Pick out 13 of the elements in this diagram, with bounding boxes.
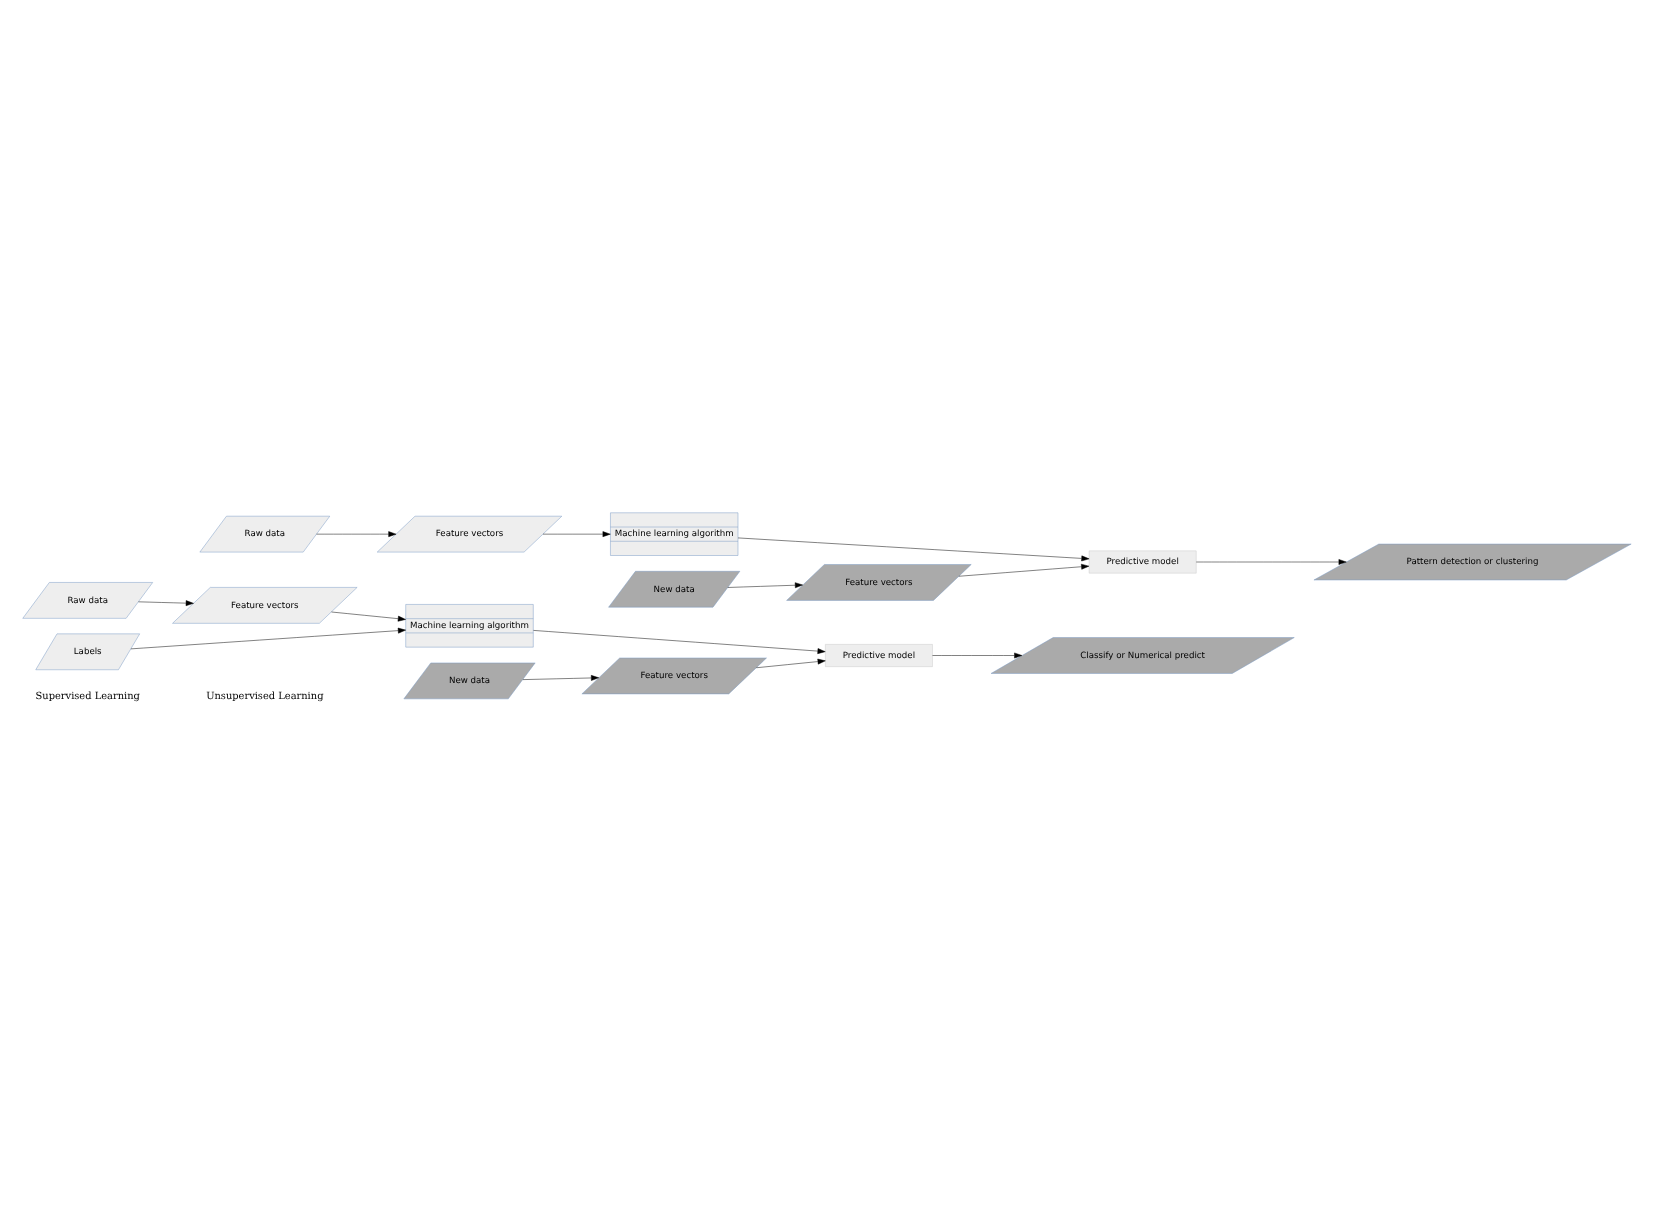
arrow — [932, 652, 1023, 659]
arrow — [727, 582, 803, 589]
arrow — [331, 611, 406, 622]
arrow — [533, 630, 826, 654]
arrow — [522, 675, 599, 681]
arrow — [756, 658, 826, 668]
arrow — [316, 531, 397, 537]
arrow — [1196, 559, 1347, 565]
arrow — [130, 627, 406, 650]
arrow — [958, 563, 1090, 577]
arrow — [737, 537, 1090, 562]
arrow — [138, 600, 194, 606]
arrow — [542, 531, 611, 537]
